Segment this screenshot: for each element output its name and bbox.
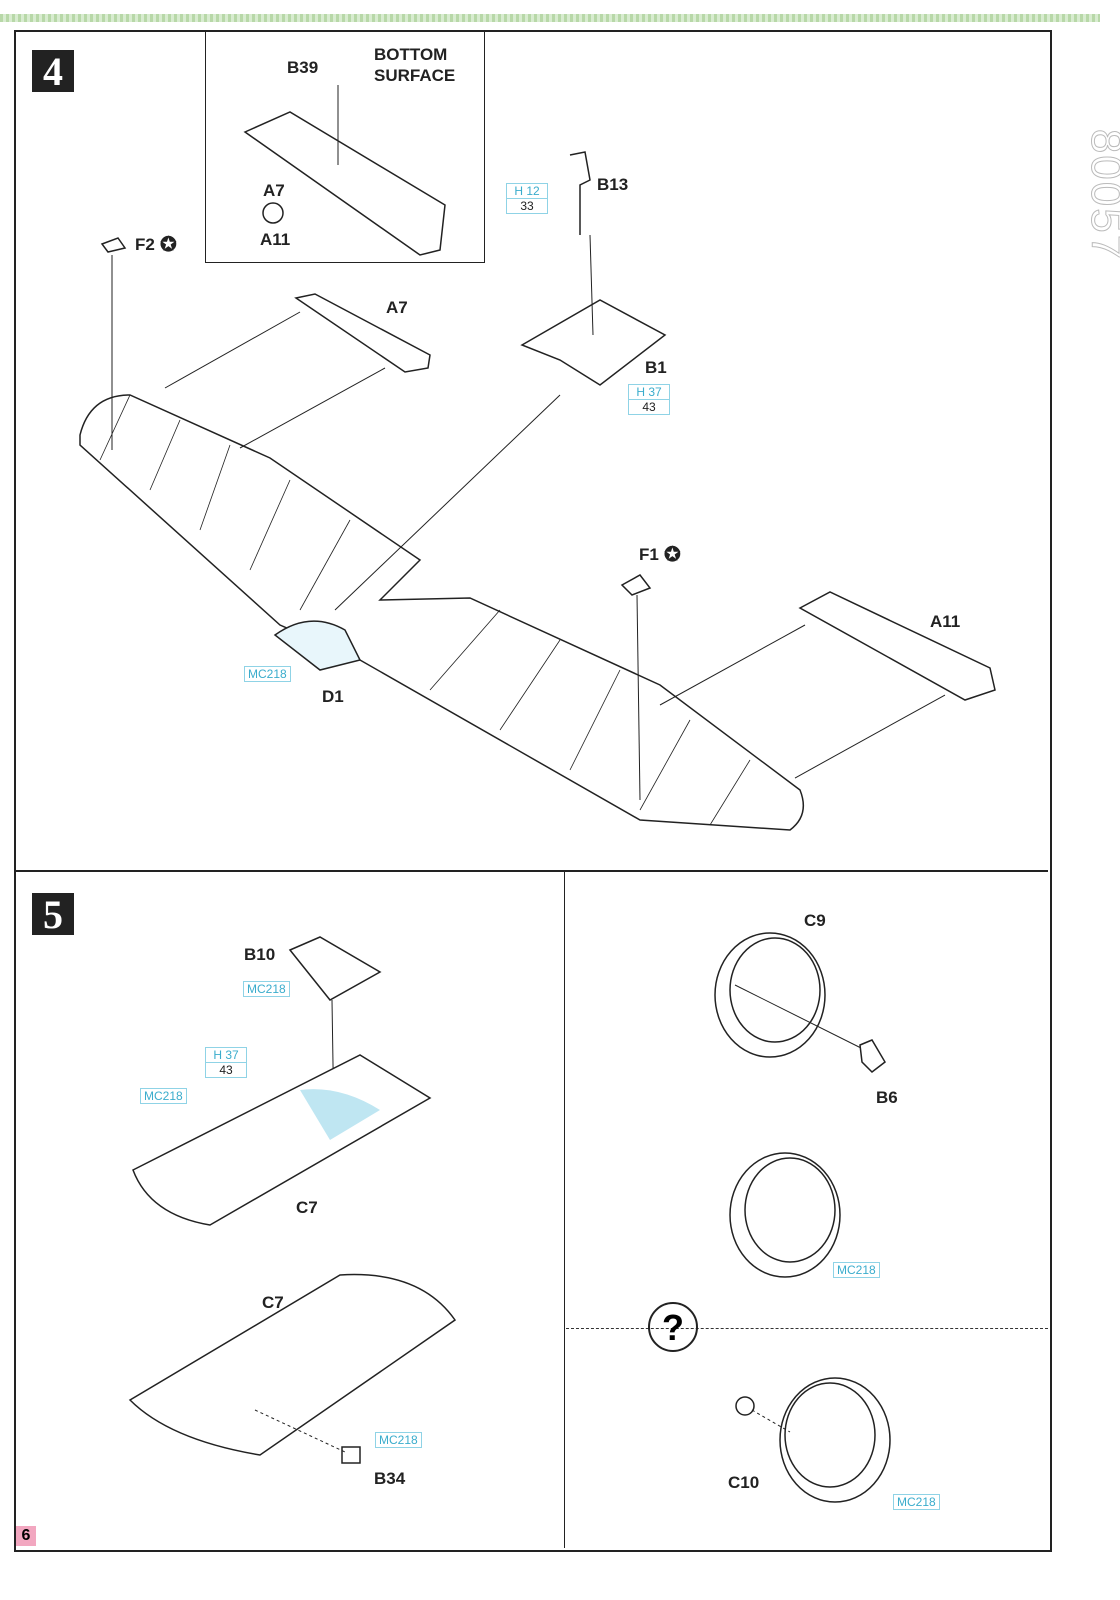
part-c10: [779, 1377, 891, 1503]
part-c7-lower: [128, 1273, 457, 1456]
part-f1: [620, 574, 652, 596]
paint-c7: MC218: [140, 1088, 187, 1104]
paint-code: H 12: [506, 183, 548, 198]
label-b1: B1: [645, 358, 667, 377]
aileron-a11: [798, 591, 996, 701]
label-c7-upper: C7: [296, 1198, 318, 1217]
star-marking-icon: ✪: [664, 544, 681, 566]
label-f1: F1: [639, 545, 659, 564]
inset-aileron: [243, 111, 446, 256]
label-f2: F2: [135, 235, 155, 254]
paint-code: H 37: [628, 384, 670, 399]
option-question-icon: ?: [648, 1302, 698, 1352]
label-inset-a11: A11: [260, 230, 291, 249]
label-b39: B39: [287, 58, 319, 77]
label-b13: B13: [597, 175, 629, 194]
cowl-assembled: [729, 1152, 841, 1278]
page-frame: [14, 30, 1052, 1552]
label-c7-lower: C7: [262, 1293, 284, 1312]
label-b10: B10: [244, 945, 276, 964]
step-4-number: 4: [32, 50, 74, 94]
label-inset-a7: A7: [263, 181, 285, 200]
label-b34: B34: [374, 1469, 406, 1488]
inset-title-line2: SURFACE: [374, 66, 456, 85]
label-d1: D1: [322, 687, 344, 706]
label-a7: A7: [386, 298, 408, 317]
paint-b34: MC218: [375, 1432, 422, 1448]
part-d1: [273, 620, 362, 671]
part-b6: [859, 1039, 886, 1073]
star-marking-icon: ✪: [160, 234, 177, 256]
paint-code-alt: 43: [205, 1062, 247, 1078]
part-b13: [569, 151, 591, 235]
part-c9: [714, 932, 826, 1058]
paint-code-alt: 33: [506, 198, 548, 214]
part-b34: [341, 1446, 361, 1464]
wing: [79, 394, 805, 831]
part-f2: [100, 237, 127, 253]
part-c7-upper: [132, 1054, 432, 1226]
paint-code: H 37: [205, 1047, 247, 1062]
paint-b10: MC218: [243, 981, 290, 997]
page-number: 6: [16, 1526, 36, 1546]
label-c9: C9: [804, 911, 826, 930]
paint-code-alt: 43: [628, 399, 670, 415]
arrow-circle-icon: [262, 202, 284, 224]
label-a11: A11: [930, 612, 961, 631]
step-divider: [14, 870, 1048, 872]
part-b10: [288, 936, 382, 1001]
step5-column-divider: [564, 872, 565, 1548]
inset-bottom-surface: [205, 30, 485, 263]
top-color-bar: [0, 14, 1100, 22]
label-b6: B6: [876, 1088, 898, 1107]
option-divider: [566, 1328, 1048, 1329]
aileron-a7: [294, 293, 431, 373]
paint-cowl: MC218: [833, 1262, 880, 1278]
inset-title-line1: BOTTOM: [374, 45, 448, 64]
paint-d1: MC218: [244, 666, 291, 682]
step-5-number: 5: [32, 893, 74, 937]
paint-c10: MC218: [893, 1494, 940, 1510]
part-c10-badge: [735, 1396, 755, 1416]
label-c10: C10: [728, 1473, 760, 1492]
part-b1: [520, 299, 667, 386]
